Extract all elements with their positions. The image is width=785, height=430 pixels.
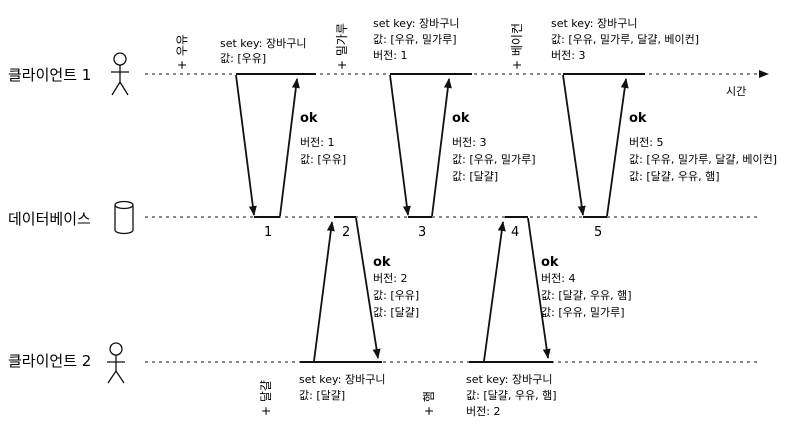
client1-person-icon [111, 52, 129, 96]
arrow-db-response-1 [279, 78, 300, 217]
tick-1: 1 [264, 225, 272, 240]
response-4-ok: ok [541, 255, 559, 270]
tick-4: 4 [511, 225, 519, 240]
add-milk-label: + 우유 [175, 34, 189, 70]
client2-person-icon [107, 342, 125, 384]
tick-3: 3 [418, 225, 426, 240]
response-5-ok: ok [629, 111, 647, 126]
database-cylinder-icon [114, 200, 134, 235]
add-flour-label: + 밀가루 [335, 23, 349, 70]
arrow-db-response-4 [527, 217, 551, 359]
tick-2: 2 [342, 225, 350, 240]
response-1-ok: ok [300, 111, 318, 126]
response-4-note: 버전: 4 값: [달걀, 우유, 햄] 값: [우유, 밀가루] [541, 272, 635, 319]
response-2-ok: ok [373, 255, 391, 270]
arrow-db-response-3 [431, 78, 452, 217]
arrow-c2-request-1 [313, 221, 335, 362]
arrow-c1-request-3 [562, 74, 586, 216]
response-3-note: 버전: 3 값: [우유, 밀가루] 값: [달걀] [452, 136, 539, 183]
add-ham-label: + 햄 [422, 391, 436, 416]
database-label: 데이터베이스 [8, 210, 91, 228]
c1-request-1-note: set key: 장바구니 값: [우유] [220, 37, 310, 65]
arrow-c1-request-1 [235, 74, 257, 216]
arrow-c1-request-2 [389, 74, 411, 216]
client2-label: 클라이언트 2 [8, 352, 91, 370]
response-3-ok: ok [452, 111, 470, 126]
response-2-note: 버전: 2 값: [우유] 값: [달걀] [373, 272, 423, 319]
response-5-note: 버전: 5 값: [우유, 밀가루, 달걀, 베이컨] 값: [달걀, 우유, … [629, 136, 781, 183]
add-eggs-label: + 달걀 [259, 380, 273, 416]
arrow-c2-request-2 [483, 221, 506, 362]
c2-request-1-note: set key: 장바구니 값: [달걀] [299, 373, 389, 402]
arrow-db-response-2 [355, 217, 381, 359]
c1-request-3-note: set key: 장바구니 값: [우유, 밀가루, 달걀, 베이컨] 버전: … [551, 17, 703, 62]
arrow-db-response-5 [606, 78, 629, 217]
c2-request-2-note: set key: 장바구니 값: [달걀, 우유, 햄] 버전: 2 [466, 373, 560, 418]
client1-label: 클라이언트 1 [8, 66, 91, 84]
tick-5: 5 [594, 225, 602, 240]
response-1-note: 버전: 1 값: [우유] [300, 136, 346, 166]
time-label: 시간 [726, 85, 746, 98]
c1-request-2-note: set key: 장바구니 값: [우유, 밀가루] 버전: 1 [373, 17, 463, 62]
add-bacon-label: + 베이컨 [510, 23, 524, 70]
